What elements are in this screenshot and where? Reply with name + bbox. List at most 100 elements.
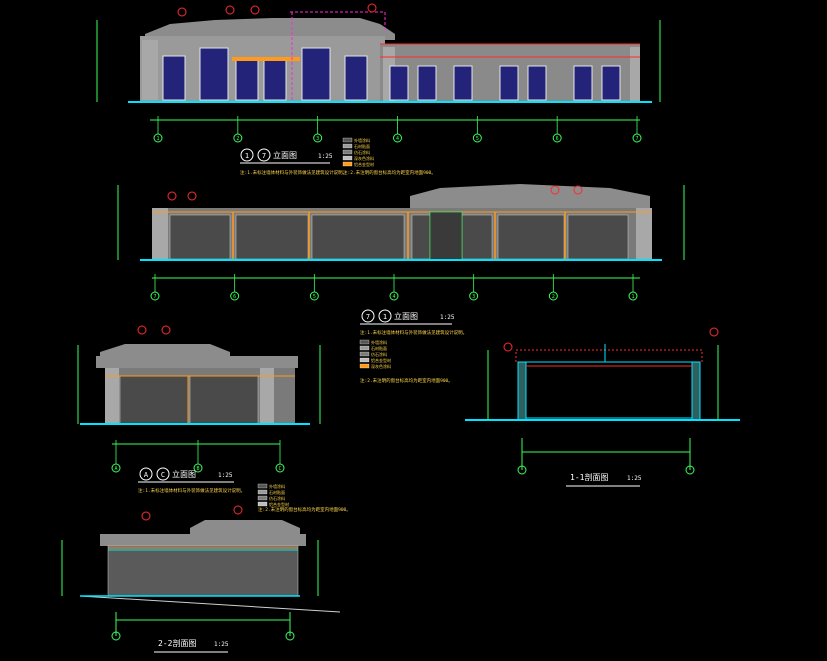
elev2-axis-from: 7 (366, 313, 370, 321)
axis-bubble (309, 291, 319, 301)
axis-label: 5 (476, 136, 479, 142)
legend-swatch (342, 137, 353, 143)
elev3-note: 注:1.未标注墙体材料与外装饰做法见建筑设计说明。 (138, 487, 245, 494)
axis-from-bubble (240, 148, 254, 162)
elev2-note2: 注:2.未注明的窗台标高均为距室内地面900。 (360, 377, 453, 384)
axis-bubble (552, 133, 562, 143)
axis-bubble (469, 291, 479, 301)
elev2-orange-columns (232, 212, 566, 260)
legend-swatch (257, 483, 268, 489)
section2-scale: 1:25 (214, 641, 229, 648)
legend-swatch (257, 489, 268, 495)
legend-swatch (359, 345, 370, 351)
elev1-axis-from: 1 (245, 152, 249, 160)
elev2-note: 注:1.未标注墙体材料与外装饰做法见建筑设计说明。 (360, 329, 467, 336)
section2-title-block: 2-2剖面图 1:25 (154, 638, 229, 653)
elev1-scale: 1:25 (318, 153, 333, 160)
legend-swatch (359, 339, 370, 345)
axis-label: 2 (236, 136, 239, 142)
axis-label: 5 (313, 294, 316, 300)
legend-label: 仿石涂料 (354, 149, 370, 155)
legend-swatch (359, 357, 370, 363)
axis-to-bubble (257, 148, 271, 162)
axis-bubble (193, 463, 203, 473)
axis-label: 2 (552, 294, 555, 300)
legend-swatch (359, 351, 370, 357)
legend-label: 仿石涂料 (371, 351, 387, 357)
axis-label: 3 (316, 136, 319, 142)
section2-title: 2-2剖面图 (158, 638, 196, 648)
elevation-3 (77, 325, 321, 445)
legend-label: 铝合金型材 (269, 501, 289, 507)
axis-bubble (111, 463, 121, 473)
axis-bubble (389, 291, 399, 301)
elev1-title: 立面图 (273, 150, 297, 160)
section2-wall (107, 545, 299, 597)
legend-label: 外墙涂料 (269, 483, 285, 489)
elev2-axis-to: 1 (383, 313, 387, 321)
axis-bubble (393, 133, 402, 143)
elev1-note2: 注:2.未注明的窗台标高均为距室内地面900。 (343, 169, 436, 176)
legend-label: 深灰色涂料 (354, 155, 374, 161)
elev3-title: 立面图 (172, 469, 196, 479)
axis-bubble (153, 133, 163, 143)
elev2-roof (410, 184, 650, 210)
axis-label: 1 (156, 136, 159, 142)
legend-label: 深灰色涂料 (371, 363, 391, 369)
legend-swatch (257, 495, 268, 501)
elev1-windows-right (380, 43, 640, 101)
legend-label: 外墙涂料 (354, 137, 370, 143)
axis-bubble (628, 291, 638, 301)
elev1-roof (145, 18, 395, 40)
elev3-title-block: A C 立面图 1:25 注:1.未标注墙体材料与外装饰做法见建筑设计说明。 注… (138, 467, 351, 513)
axis-bubble (150, 291, 160, 301)
axis-label: 7 (153, 294, 156, 300)
legend-label: 外墙涂料 (371, 339, 387, 345)
axis-label: A (114, 466, 117, 472)
section-2-2 (61, 505, 341, 641)
elev3-panels (119, 375, 259, 425)
legend-swatch (257, 501, 268, 507)
axis-label: 6 (556, 136, 559, 142)
elev1-title-block: 1 7 立面图 1:25 注:1.未标注墙体材料与外装饰做法见建筑设计说明。 注… (240, 148, 436, 176)
elev3-scale: 1:25 (218, 472, 233, 479)
axis-label: 4 (396, 136, 399, 142)
section1-title: 1-1剖面图 (570, 472, 608, 482)
axis-label: 4 (392, 294, 395, 300)
legend-label: 石材贴面 (354, 143, 370, 149)
axis-label: 6 (233, 294, 236, 300)
elev1-axis-to: 7 (262, 152, 266, 160)
elev2-title: 立面图 (394, 311, 418, 321)
axis-bubble (275, 463, 285, 473)
elev2-title-block: 7 1 立面图 1:25 注:1.未标注墙体材料与外装饰做法见建筑设计说明。 注… (360, 309, 467, 384)
section-1-1 (465, 327, 740, 475)
legend-swatch (342, 161, 353, 167)
elevation-2 (117, 184, 685, 279)
legend-label: 铝合金型材 (354, 161, 374, 167)
elevation-1 (96, 3, 661, 121)
elev2-scale: 1:25 (440, 314, 455, 321)
section1-scale: 1:25 (627, 475, 642, 482)
section1-title-block: 1-1剖面图 1:25 (566, 472, 642, 487)
axis-bubble (548, 291, 558, 301)
axis-label: 3 (472, 294, 475, 300)
elev3-note2: 注:2.未注明的窗台标高均为距室内地面900。 (258, 506, 351, 513)
elev2-panels (169, 214, 629, 260)
axis-label: 7 (635, 136, 638, 142)
axis-bubble (230, 291, 240, 301)
legend-label: 石材贴面 (269, 489, 285, 495)
elev3-axis-from: A (144, 471, 149, 479)
axis-bubble (233, 133, 243, 143)
axis-bubble (313, 133, 323, 143)
axis-label: 1 (631, 294, 634, 300)
legend-swatch (342, 143, 353, 149)
legend-swatch (342, 149, 353, 155)
elev1-note: 注:1.未标注墙体材料与外装饰做法见建筑设计说明。 (240, 169, 347, 176)
legend-swatch (342, 155, 353, 161)
elev2-axis-markers: 7 6 5 4 3 2 1 (150, 274, 638, 301)
